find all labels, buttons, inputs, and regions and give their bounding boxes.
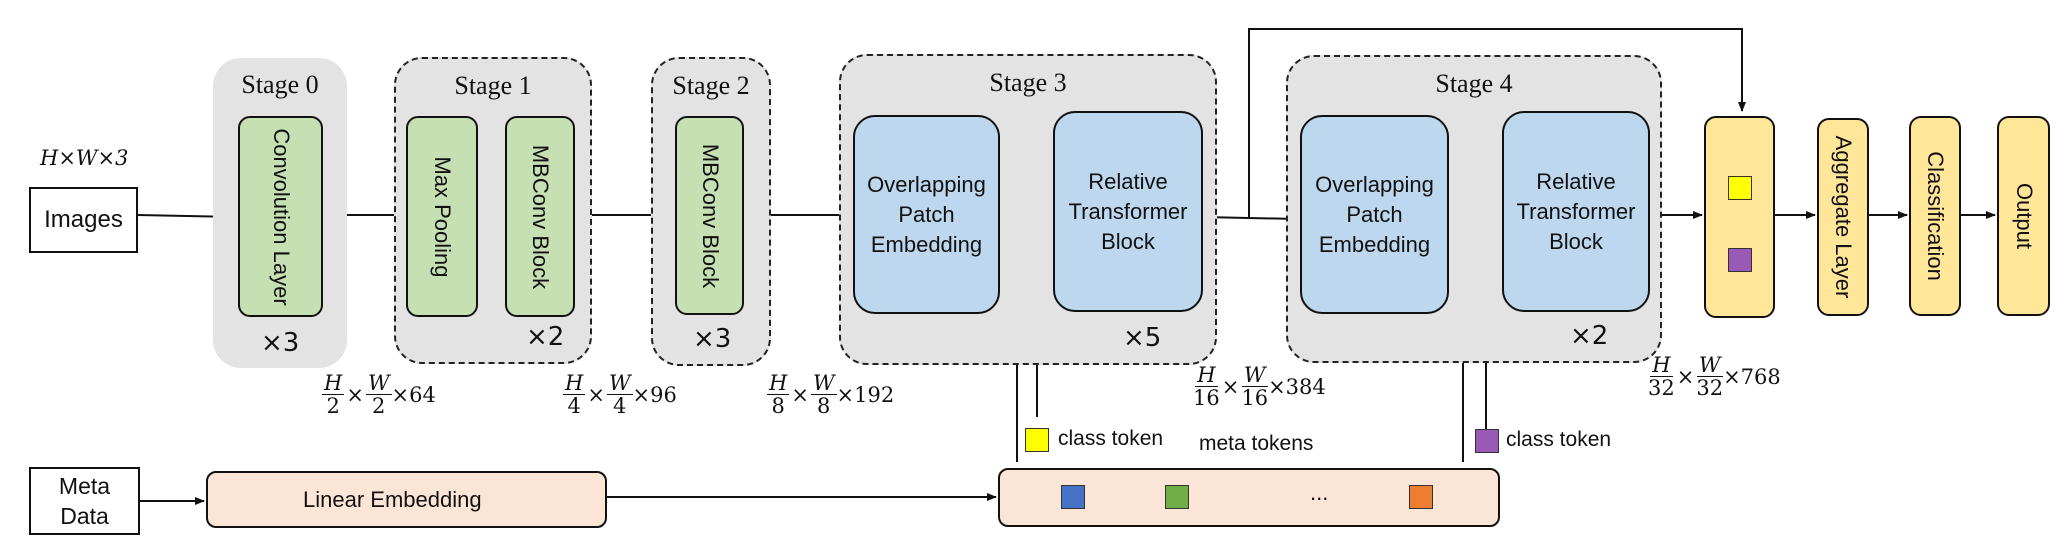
stage-1-title: Stage 1: [454, 71, 532, 100]
stage-0-repeat: ×3: [261, 328, 300, 358]
stage-4-repeat: ×2: [1570, 321, 1609, 351]
overlapping-patch-embedding-stage4: Overlapping Patch Embedding: [1300, 115, 1449, 314]
meta-tokens-ellipsis: ...: [1310, 480, 1329, 505]
output-label: Output: [2011, 182, 2037, 250]
class-token-label-1: class token: [1058, 427, 1164, 450]
meta-data-label: Meta Data: [58, 473, 111, 529]
convolution-layer-label: Convolution Layer: [268, 127, 294, 306]
mbconv-block-stage2-label: MBConv Block: [697, 143, 723, 288]
images-label: Images: [44, 206, 123, 233]
meta-token-orange-icon: [1409, 485, 1433, 509]
stage-2-repeat: ×3: [693, 324, 732, 354]
meta-data-box: Meta Data: [29, 467, 140, 535]
meta-token-green-icon: [1165, 485, 1189, 509]
meta-tokens-label: meta tokens: [1199, 432, 1314, 455]
input-dim-label: H×W×3: [40, 146, 129, 170]
stage-4-title: Stage 4: [1435, 69, 1513, 98]
class-token-yellow-icon: [1728, 176, 1752, 200]
linear-embedding-block: Linear Embedding: [206, 471, 607, 528]
classification-block: Classification: [1909, 116, 1961, 316]
meta-tokens-box: ...: [998, 468, 1500, 527]
class-token-purple-legend-icon: [1475, 429, 1499, 453]
stage-1-repeat: ×2: [526, 322, 565, 352]
token-features-box: [1704, 116, 1775, 318]
max-pooling-block: Max Pooling: [406, 116, 478, 317]
mbconv-block-stage1-label: MBConv Block: [528, 144, 553, 289]
overlapping-patch-embedding-stage3: Overlapping Patch Embedding: [853, 115, 1000, 314]
classification-label: Classification: [1923, 151, 1948, 281]
relative-transformer-block-stage3: Relative Transformer Block: [1053, 111, 1203, 312]
mbconv-block-stage2: MBConv Block: [675, 116, 744, 315]
class-token-yellow-legend-icon: [1025, 428, 1049, 452]
mbconv-block-stage1: MBConv Block: [505, 116, 575, 317]
images-box: Images: [29, 187, 138, 253]
aggregate-layer-label: Aggregate Layer: [1831, 135, 1856, 299]
overlapping-patch-embedding-stage4-label: Overlapping Patch Embedding: [1315, 171, 1434, 257]
relative-transformer-block-stage4-label: Relative Transformer Block: [1516, 168, 1636, 254]
linear-embedding-label: Linear Embedding: [303, 486, 482, 512]
skip-connection-arrow: [1248, 28, 1746, 217]
stage-3-repeat: ×5: [1123, 323, 1162, 353]
relative-transformer-block-stage4: Relative Transformer Block: [1502, 111, 1650, 312]
stage-3-title: Stage 3: [989, 68, 1067, 97]
stage-0-title: Stage 0: [241, 70, 319, 99]
convolution-layer-block: Convolution Layer: [238, 116, 323, 317]
aggregate-layer-block: Aggregate Layer: [1817, 118, 1869, 316]
output-block: Output: [1997, 116, 2050, 316]
relative-transformer-block-stage3-label: Relative Transformer Block: [1068, 168, 1188, 254]
overlapping-patch-embedding-stage3-label: Overlapping Patch Embedding: [867, 171, 986, 257]
class-token-label-2: class token: [1506, 428, 1612, 451]
stage-2-title: Stage 2: [672, 71, 750, 100]
max-pooling-label: Max Pooling: [430, 155, 455, 278]
meta-token-blue-icon: [1061, 485, 1085, 509]
arrow-stage3-to-stage4: [1202, 214, 1298, 223]
class-token-purple-icon: [1728, 248, 1752, 272]
